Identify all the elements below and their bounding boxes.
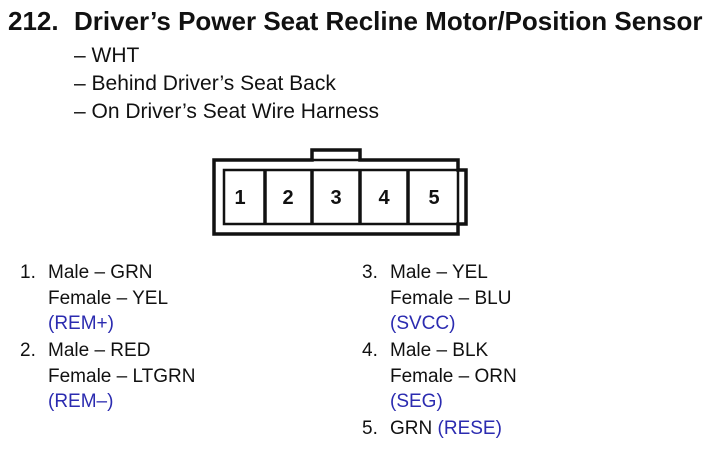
pin-entry-5: 5. GRN (RESE) <box>362 416 702 442</box>
pin-male-wire: Male – RED <box>48 340 151 361</box>
pin-entry-3: 3. Male – YEL Female – BLU (SVCC) <box>362 260 702 337</box>
pin-male-wire: Male – YEL <box>390 262 488 283</box>
pin-male-wire: Male – BLK <box>390 340 489 361</box>
pin-signal: (SEG) <box>390 391 443 412</box>
pin-list-right: 3. Male – YEL Female – BLU (SVCC) 4. Mal… <box>362 260 702 443</box>
pin-entry-1: 1. Male – GRN Female – YEL (REM+) <box>20 260 340 337</box>
connector-color: – WHT <box>74 44 140 67</box>
pin-number: 3. <box>362 262 378 283</box>
pin-female-wire: Female – LTGRN <box>48 365 196 387</box>
connector-inner-frame <box>222 168 460 226</box>
pin-label-4: 4 <box>378 187 390 209</box>
pin-number: 5. <box>362 418 378 439</box>
pin-label-5: 5 <box>428 187 439 209</box>
connector-details: – WHT – Behind Driver’s Seat Back – On D… <box>74 42 379 126</box>
pin-female-wire: Female – YEL <box>48 287 169 309</box>
pin-number: 4. <box>362 340 378 361</box>
page-title: 212. Driver’s Power Seat Recline Motor/Po… <box>8 4 703 38</box>
pin-label-1: 1 <box>234 187 245 209</box>
pin-number: 1. <box>20 262 36 283</box>
pin-signal: (REM–) <box>48 391 114 412</box>
connector-number: 212. <box>8 6 59 36</box>
pin-wire: GRN <box>390 418 433 439</box>
pin-label-3: 3 <box>330 187 341 209</box>
pin-label-2: 2 <box>282 187 293 209</box>
pin-signal: (REM+) <box>48 313 114 334</box>
pin-male-wire: Male – GRN <box>48 262 153 283</box>
pin-number: 2. <box>20 340 36 361</box>
pin-female-wire: Female – BLU <box>390 287 512 309</box>
connector-diagram: 1 2 3 4 5 <box>212 148 468 236</box>
pin-signal: (RESE) <box>437 418 502 439</box>
pin-female-wire: Female – ORN <box>390 365 517 387</box>
pin-signal: (SVCC) <box>390 313 456 334</box>
connector-name: Driver’s Power Seat Recline Motor/Positi… <box>74 6 703 36</box>
pin-entry-2: 2. Male – RED Female – LTGRN (REM–) <box>20 338 340 415</box>
connector-harness: – On Driver’s Seat Wire Harness <box>74 100 379 123</box>
connector-location: – Behind Driver’s Seat Back <box>74 72 336 95</box>
pin-entry-4: 4. Male – BLK Female – ORN (SEG) <box>362 338 702 415</box>
pin-list-left: 1. Male – GRN Female – YEL (REM+) 2. Mal… <box>20 260 340 416</box>
